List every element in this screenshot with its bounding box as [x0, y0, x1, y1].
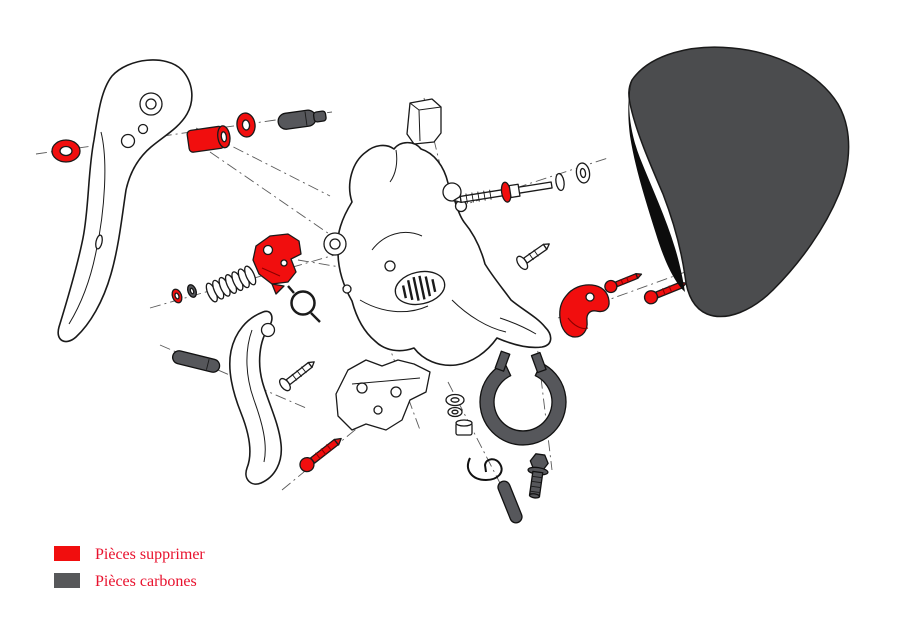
- lower-pin: [171, 350, 221, 373]
- torsion-spring: [287, 285, 321, 323]
- top-cap: [406, 98, 442, 145]
- pivot-washer: [236, 112, 256, 138]
- pivot-grommet: [51, 139, 81, 163]
- clamp-band: [479, 350, 567, 446]
- pivot-pin: [277, 109, 327, 130]
- release-lever: [559, 284, 610, 338]
- lever-body: [323, 141, 552, 367]
- legend: Pièces supprimer Pièces carbones: [54, 546, 205, 590]
- wire-clip: [467, 457, 503, 482]
- adjuster-bolt: [453, 162, 591, 204]
- secondary-lever: [228, 310, 283, 485]
- legend-swatch-supprimer: [54, 546, 80, 561]
- hood-cover: [628, 46, 850, 318]
- small-cylinder: [455, 419, 473, 436]
- screw-white-left: [278, 361, 315, 392]
- legend-label-carbones: Pièces carbones: [95, 573, 197, 590]
- clamp-bolt: [527, 453, 549, 499]
- legend-label-supprimer: Pièces supprimer: [95, 546, 205, 563]
- washer-stack: [445, 393, 465, 418]
- spring-washer-gray: [186, 284, 198, 298]
- pivot-bushing: [186, 125, 231, 153]
- legend-swatch-carbones: [54, 573, 80, 588]
- screw-red-left: [299, 437, 342, 473]
- return-spring: [205, 265, 257, 303]
- screw-red-right-1: [604, 273, 643, 294]
- brake-lever-blade: [57, 59, 193, 343]
- screw-white-right: [516, 243, 550, 271]
- shift-bracket: [252, 233, 302, 295]
- spring-washer-red: [171, 288, 183, 304]
- clamp-pin: [497, 480, 523, 524]
- mounting-plate: [335, 359, 431, 431]
